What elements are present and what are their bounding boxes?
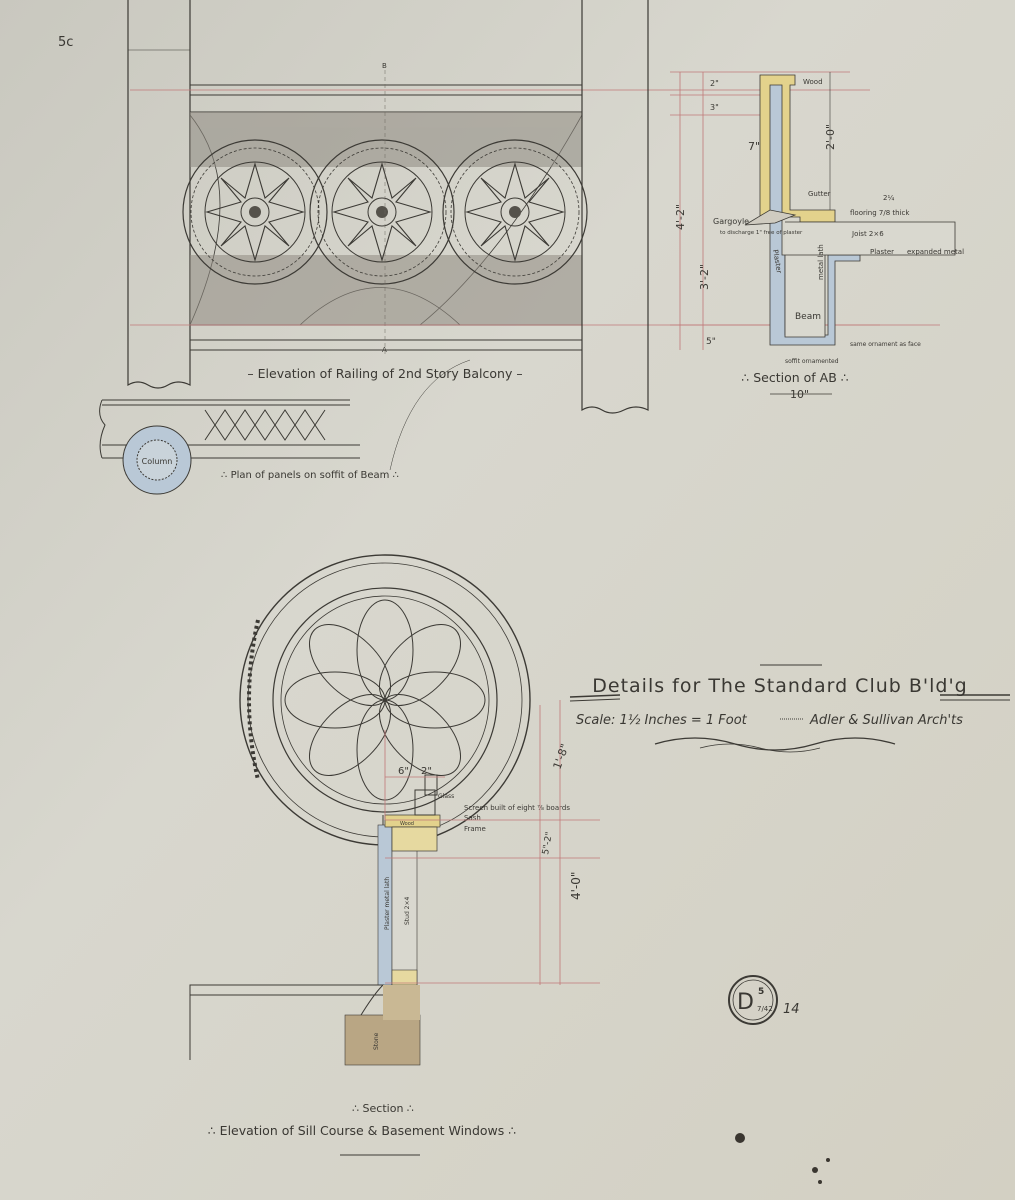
dim-top: 2" [710,79,719,88]
corner-mark: 5c [58,35,73,50]
drawing-title: Details for The Standard Club B'ld'g [592,675,968,697]
stamp-number: 5 [758,987,764,997]
section-mark-b: B [382,62,387,70]
stamp-fraction: 7/42 [757,1005,773,1013]
expanded-metal-label: expanded metal [907,248,964,256]
dim-5-2in: 5"-2" [541,831,555,855]
title-block: Details for The Standard Club B'ld'g Sca… [569,664,1010,753]
railing-caption: – Elevation of Railing of 2nd Story Balc… [247,366,522,381]
column-label: Column [142,457,173,466]
dim-2in: 2" [421,766,432,777]
metal-lath-label: metal lath [817,244,825,280]
dim-wall: 7" [748,140,760,153]
wood-label: Wood [803,78,823,86]
note-2-quarter: 2¼ [883,194,894,202]
section-mark-a: A [382,346,387,354]
plaster-ceiling-label: Plaster [870,248,894,256]
dim-6in: 6" [398,766,409,777]
joist-label: Joist 2×6 [851,230,884,238]
section-ab: Wood Gutter Gargoyle to discharge 1" fre… [670,71,964,401]
section-ab-caption: ∴ Section of AB ∴ [741,370,848,385]
sheet-stamp: D 5 7/42 14 [728,975,800,1025]
gutter-label: Gutter [808,190,831,198]
soffit-plan: Column [99,359,471,495]
dim-second: 3" [710,103,719,112]
frame-label: Frame [464,825,486,833]
sill-wood-label: Wood [400,821,414,827]
dim-upper: 2'-0" [824,124,837,150]
soffit-note: soffit ornamented [785,358,839,365]
stone-label: Stone [373,1032,380,1050]
dim-4ft: 4'-0" [569,872,583,900]
stud-label: Stud 2×4 [404,896,411,925]
dim-lower: 3'-2" [698,264,711,290]
gargoyle-note: to discharge 1" free of plaster [720,230,803,236]
flooring-label: flooring 7/8 thick [850,209,910,217]
sill-elevation: Glass Screen built of eight ⅞ boards Sas… [189,554,600,1066]
architects-name: Adler & Sullivan Arch'ts [809,713,963,728]
gargoyle-label: Gargoyle [713,217,749,226]
glass-label: Glass [438,793,454,800]
sill-plaster-label: Plaster metal lath [384,877,391,930]
dim-total: 4'-2" [674,204,687,230]
sheet-number: 14 [783,1002,800,1017]
ornament-note: same ornament as face [850,341,921,348]
ink-stains [735,1133,830,1184]
scale-note: Scale: 1½ Inches = 1 Foot [576,713,748,728]
sash-label: Sash [464,814,481,822]
dim-bottom: 5" [706,337,716,347]
soffit-plan-caption: ∴ Plan of panels on soffit of Beam ∴ [221,470,399,481]
sill-elevation-caption: ∴ Elevation of Sill Course & Basement Wi… [208,1123,516,1138]
beam-label: Beam [795,312,821,322]
section-caption: ∴ Section ∴ [352,1102,414,1115]
railing-elevation: B A [127,0,940,414]
stamp-letter: D [737,990,754,1015]
screen-label: Screen built of eight ⅞ boards [464,804,570,812]
dim-width: 10" [790,388,809,401]
